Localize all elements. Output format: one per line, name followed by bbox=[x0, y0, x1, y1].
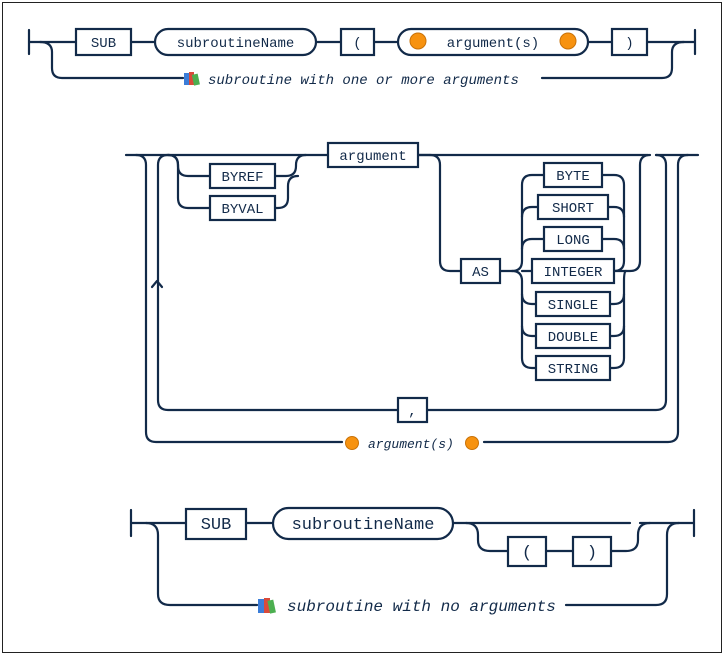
type-string-box: STRING bbox=[534, 354, 612, 382]
subroutine-name-box: subroutineName bbox=[271, 506, 455, 541]
comment-label: subroutine with no arguments bbox=[287, 598, 556, 616]
comment-label: argument(s) bbox=[368, 437, 454, 452]
type-label: SINGLE bbox=[548, 298, 598, 314]
type-byte-box: BYTE bbox=[542, 161, 604, 189]
type-label: LONG bbox=[556, 233, 590, 249]
lparen-box: ( bbox=[339, 27, 376, 57]
comment-label: subroutine with one or more arguments bbox=[208, 73, 519, 89]
type-long-box: LONG bbox=[542, 225, 604, 253]
books-icon bbox=[258, 598, 276, 614]
subroutine-name-label: subroutineName bbox=[292, 516, 435, 535]
as-label: AS bbox=[472, 265, 489, 281]
argument-box: argument bbox=[326, 141, 420, 169]
lparen-label: ( bbox=[353, 36, 361, 52]
comment-with-arguments: subroutine with one or more arguments bbox=[184, 72, 519, 89]
type-label: DOUBLE bbox=[548, 330, 598, 346]
argument-label: argument bbox=[339, 149, 406, 165]
arguments-reference-box: argument(s) bbox=[396, 27, 590, 57]
byref-keyword-box: BYREF bbox=[208, 162, 277, 190]
comma-label: , bbox=[408, 404, 416, 420]
comma-separator-box: , bbox=[396, 396, 429, 424]
diagram-sub-with-arguments: SUB subroutineName ( argument(s) ) su bbox=[27, 27, 697, 89]
type-integer-box: INTEGER bbox=[530, 257, 616, 285]
type-short-box: SHORT bbox=[536, 193, 610, 221]
orange-circle-icon bbox=[409, 32, 427, 50]
sub-keyword-label: SUB bbox=[91, 36, 116, 52]
rparen-label: ) bbox=[625, 36, 633, 52]
subroutine-name-box: subroutineName bbox=[153, 27, 318, 57]
byval-label: BYVAL bbox=[221, 202, 263, 218]
lparen-label: ( bbox=[522, 544, 532, 563]
arguments-reference-label: argument(s) bbox=[447, 36, 539, 52]
type-label: SHORT bbox=[552, 201, 594, 217]
sub-keyword-box: SUB bbox=[184, 507, 248, 541]
orange-circle-icon bbox=[465, 436, 479, 450]
lparen-box: ( bbox=[506, 535, 548, 568]
byval-keyword-box: BYVAL bbox=[208, 194, 277, 222]
diagram-argument-list: BYREF BYVAL argument AS BYTE SHORT LONG bbox=[124, 141, 700, 452]
rparen-label: ) bbox=[587, 544, 597, 563]
sub-keyword-label: SUB bbox=[201, 516, 232, 535]
books-icon bbox=[184, 72, 200, 86]
type-double-box: DOUBLE bbox=[534, 322, 612, 350]
orange-circle-icon bbox=[345, 436, 359, 450]
as-keyword-box: AS bbox=[459, 257, 502, 285]
comment-arguments: argument(s) bbox=[345, 436, 479, 452]
type-single-box: SINGLE bbox=[534, 290, 612, 318]
subroutine-name-label: subroutineName bbox=[177, 36, 295, 52]
byref-label: BYREF bbox=[221, 170, 263, 186]
rparen-box: ) bbox=[571, 535, 613, 568]
orange-circle-icon bbox=[559, 32, 577, 50]
sub-keyword-box: SUB bbox=[74, 27, 133, 57]
diagram-sub-without-arguments: SUB subroutineName ( ) subroutine with n… bbox=[129, 506, 696, 616]
comment-no-arguments: subroutine with no arguments bbox=[258, 598, 556, 616]
type-label: BYTE bbox=[556, 169, 590, 185]
type-label: INTEGER bbox=[544, 265, 603, 281]
rparen-box: ) bbox=[610, 27, 649, 57]
type-label: STRING bbox=[548, 362, 598, 378]
